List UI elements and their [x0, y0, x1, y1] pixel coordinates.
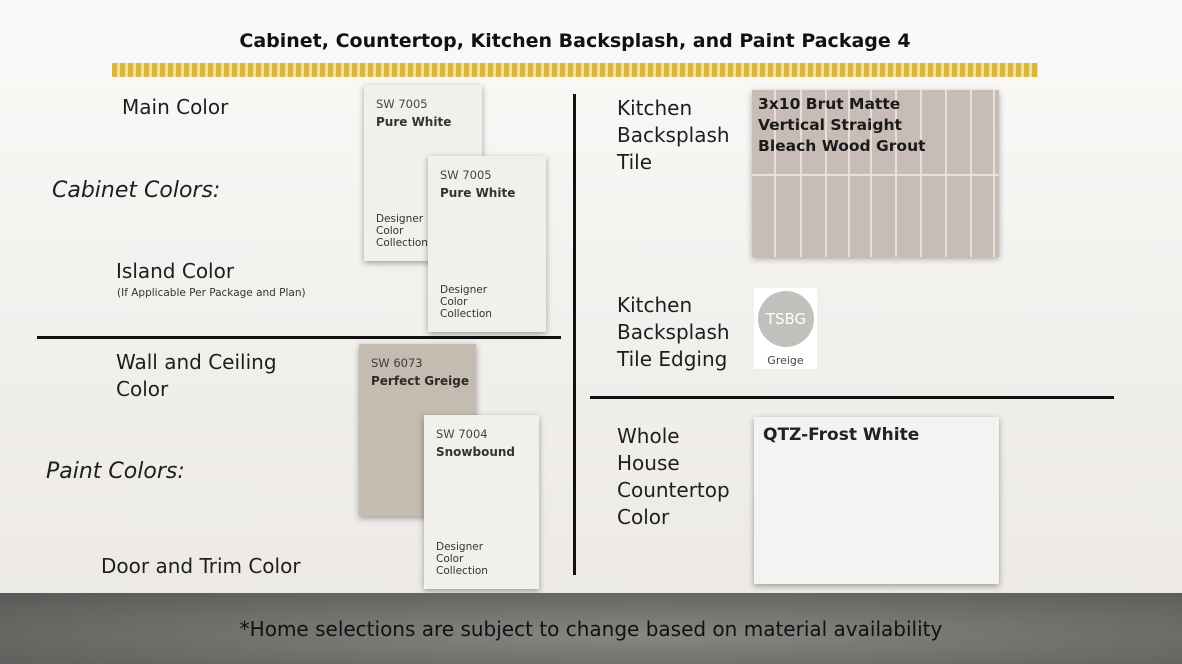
swatch-collection: Designer Color Collection [436, 541, 488, 577]
swatch-name: Pure White [376, 115, 452, 129]
trim-color-swatch: SW 7004 Snowbound Designer Color Collect… [424, 415, 539, 589]
swatch-name: Perfect Greige [371, 374, 469, 388]
countertop-text: QTZ-Frost White [763, 425, 920, 445]
island-color-swatch: SW 7005 Pure White Designer Color Collec… [428, 156, 546, 332]
swatch-name: Pure White [440, 186, 516, 200]
center-divider [573, 94, 576, 575]
swatch-code: SW 6073 [371, 356, 423, 370]
backsplash-tile-label: Kitchen Backsplash Tile [617, 96, 730, 174]
countertop-sample: QTZ-Frost White [754, 417, 999, 584]
swatch-code: SW 7005 [376, 97, 428, 111]
swatch-collection: Designer Color Collection [440, 284, 492, 320]
footer-disclaimer: *Home selections are subject to change b… [239, 617, 943, 641]
backsplash-tile-sample: 3x10 Brut Matte Vertical Straight Bleach… [752, 90, 999, 257]
left-divider [37, 336, 561, 339]
door-trim-color-label: Door and Trim Color [101, 554, 301, 578]
page-title: Cabinet, Countertop, Kitchen Backsplash,… [239, 30, 911, 52]
wall-ceiling-color-label: Wall and Ceiling Color [116, 350, 277, 401]
tile-edging-label: Kitchen Backsplash Tile Edging [617, 293, 730, 371]
island-color-note: (If Applicable Per Package and Plan) [117, 287, 306, 299]
decorative-stripe [112, 63, 1038, 77]
swatch-code: SW 7004 [436, 427, 488, 441]
swatch-name: Snowbound [436, 445, 516, 459]
right-divider [590, 396, 1114, 399]
tile-edging-sample: TSBG Greige [754, 288, 817, 369]
backsplash-tile-text: 3x10 Brut Matte Vertical Straight Bleach… [758, 95, 926, 155]
main-color-label: Main Color [122, 95, 229, 119]
swatch-code: SW 7005 [440, 168, 492, 182]
edging-code: TSBG [758, 291, 814, 347]
paint-colors-heading: Paint Colors: [46, 459, 185, 484]
island-color-label: Island Color [116, 259, 235, 283]
cabinet-colors-heading: Cabinet Colors: [52, 178, 221, 203]
edging-name: Greige [767, 354, 804, 367]
swatch-collection: Designer Color Collection [376, 213, 428, 249]
countertop-color-label: Whole House Countertop Color [617, 424, 730, 529]
footer-bar: *Home selections are subject to change b… [0, 593, 1182, 664]
